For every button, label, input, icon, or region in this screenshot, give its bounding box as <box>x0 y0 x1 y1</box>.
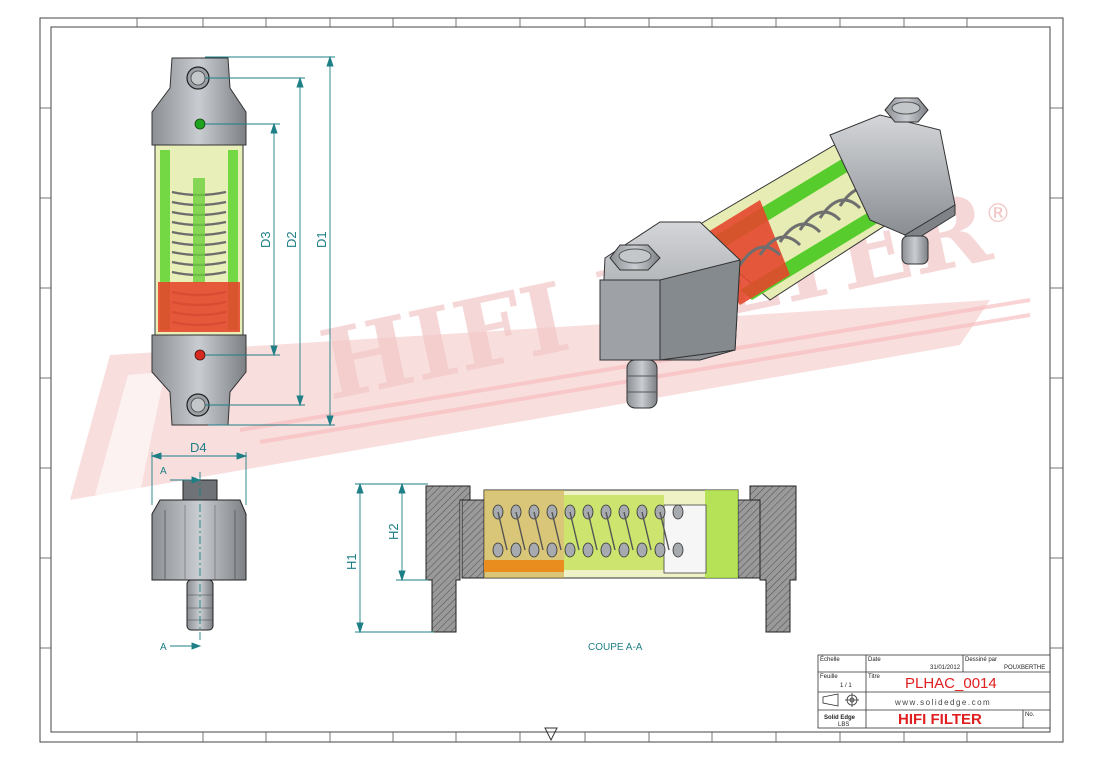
green-indicator-icon <box>194 118 206 130</box>
sheet-inner-border <box>50 26 1051 733</box>
side-view <box>151 479 247 631</box>
tb-title-value: PLHAC_0014 <box>905 675 997 692</box>
dim-d2-label: D2 <box>284 231 299 248</box>
isometric-view <box>599 97 956 409</box>
side-body <box>151 499 247 581</box>
section-cut-label-top: A <box>160 466 167 477</box>
dim-d3-label: D3 <box>258 231 273 248</box>
dim-d4-label: D4 <box>190 440 207 455</box>
tb-software: Solid Edge <box>824 715 856 721</box>
tb-company: HIFI FILTER <box>898 711 982 728</box>
tb-field-drawer: Dessiné par <box>965 657 997 663</box>
iso-outlet <box>626 359 658 409</box>
front-view <box>151 57 247 426</box>
tb-sheet-value: 1 / 1 <box>840 683 852 689</box>
red-indicator-icon <box>194 349 206 361</box>
tb-field-no: No. <box>1025 712 1035 718</box>
tb-field-sheet: Feuille <box>820 674 838 680</box>
tb-software-sub: LBS <box>838 722 849 728</box>
projection-symbol-icon <box>822 693 859 707</box>
section-view <box>425 485 797 633</box>
section-cut-label-bottom: A <box>160 642 167 653</box>
tb-field-scale: Échelle <box>820 656 840 663</box>
red-piston <box>158 282 240 332</box>
tb-date-value: 31/01/2012 <box>930 665 961 671</box>
sheet-outer-border <box>39 17 1064 743</box>
tb-field-date: Date <box>868 657 881 663</box>
section-caption: COUPE A-A <box>588 642 643 653</box>
dim-h2-label: H2 <box>386 523 401 540</box>
dim-d1-label: D1 <box>314 231 329 248</box>
view-direction-icon <box>544 727 558 742</box>
dim-h1-label: H1 <box>344 553 359 570</box>
section-left-clamp <box>425 485 471 633</box>
border-ticks <box>40 18 1063 742</box>
side-dimensions <box>150 452 248 650</box>
section-dimensions <box>355 482 434 634</box>
tb-url: www.solidedge.com <box>894 698 991 707</box>
front-dimensions <box>205 55 335 427</box>
tb-drawer-value: POUXBERTHE <box>1004 665 1045 671</box>
tb-field-title: Titre <box>868 674 880 680</box>
title-block <box>817 654 1051 729</box>
watermark-registered-mark: ® <box>985 199 1011 229</box>
